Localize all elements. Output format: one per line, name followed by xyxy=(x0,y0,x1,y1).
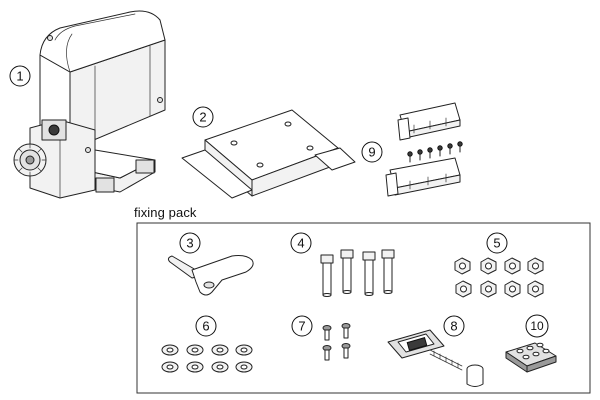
callout-5: 5 xyxy=(486,232,508,254)
gate-motor xyxy=(13,10,166,199)
callout-4: 4 xyxy=(290,232,312,254)
callout-1: 1 xyxy=(9,65,31,87)
callout-7-number: 7 xyxy=(298,319,305,334)
callout-2-number: 2 xyxy=(199,110,206,125)
callout-8: 8 xyxy=(443,315,465,337)
small-screws xyxy=(322,323,351,361)
callout-7: 7 xyxy=(291,315,313,337)
callout-10: 10 xyxy=(525,314,549,338)
callout-6-number: 6 xyxy=(202,319,209,334)
callout-1-number: 1 xyxy=(16,69,23,84)
callout-5-number: 5 xyxy=(493,236,500,251)
callout-9-number: 9 xyxy=(368,145,375,160)
rack-brackets xyxy=(385,102,463,197)
callout-2: 2 xyxy=(192,106,214,128)
callout-10-number: 10 xyxy=(530,319,544,333)
callout-3: 3 xyxy=(179,232,201,254)
limit-magnet-kit xyxy=(387,329,484,387)
rack-screws xyxy=(407,141,463,163)
callout-3-number: 3 xyxy=(186,236,193,251)
callout-6: 6 xyxy=(195,315,217,337)
fixing-pack-label: fixing pack xyxy=(134,205,197,220)
mounting-plate xyxy=(181,109,356,199)
rubber-pad xyxy=(505,342,557,373)
callout-8-number: 8 xyxy=(450,319,457,334)
callout-9: 9 xyxy=(361,141,383,163)
callout-4-number: 4 xyxy=(297,236,304,251)
washers xyxy=(161,344,253,373)
fixing-pack-frame xyxy=(136,222,591,394)
nuts xyxy=(454,257,544,298)
release-lever xyxy=(167,255,254,296)
bolts xyxy=(320,249,395,297)
